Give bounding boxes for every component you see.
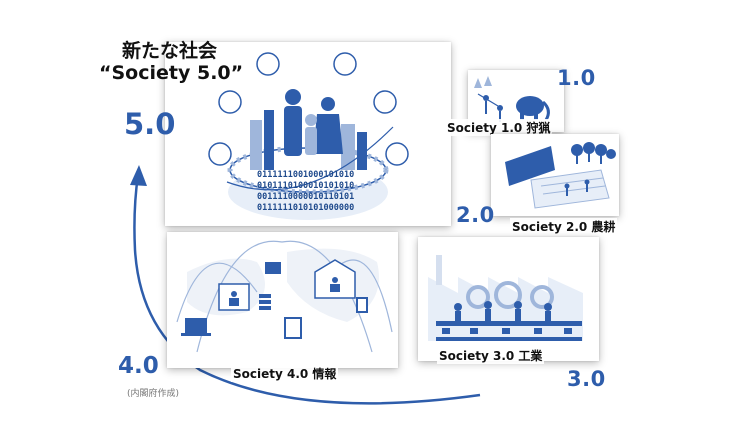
stage-caption-2: Society 2.0 農耕 xyxy=(510,218,618,235)
title-line-1: 新たな社会 xyxy=(122,40,218,62)
binary-line: 0011110000010110101 xyxy=(257,192,355,202)
society-2-card xyxy=(491,134,619,216)
title-line-2: “Society 5.0” xyxy=(99,62,244,84)
information-illustration xyxy=(176,240,393,353)
stage-caption-4: Society 4.0 情報 xyxy=(231,365,339,382)
source-note: (内閣府作成) xyxy=(127,389,180,399)
stage-number-4: 4.0 xyxy=(118,353,159,379)
stage-caption-3: Society 3.0 工業 xyxy=(437,347,545,364)
binary-line: 0101110100010101010 xyxy=(257,181,355,191)
hunting-illustration xyxy=(474,76,550,122)
society-3-card xyxy=(418,237,599,361)
stage-caption-1: Society 1.0 狩猟 xyxy=(445,119,553,136)
society-4-card xyxy=(167,232,398,368)
stage-number-5: 5.0 xyxy=(124,107,176,141)
stage-number-3: 3.0 xyxy=(567,367,606,391)
industry-illustration xyxy=(428,255,583,341)
farming-illustration xyxy=(505,142,616,209)
stage-number-2: 2.0 xyxy=(456,203,495,227)
binary-code: 0111111001000101010 0101110100010101010 … xyxy=(257,170,354,214)
stage-number-1: 1.0 xyxy=(557,66,596,90)
binary-line: 0111111010101000000 xyxy=(257,203,355,213)
society-5-card: 0111111001000101010 0101110100010101010 … xyxy=(165,42,451,226)
society-5-illustration xyxy=(208,52,409,220)
binary-line: 0111111001000101010 xyxy=(257,170,355,180)
